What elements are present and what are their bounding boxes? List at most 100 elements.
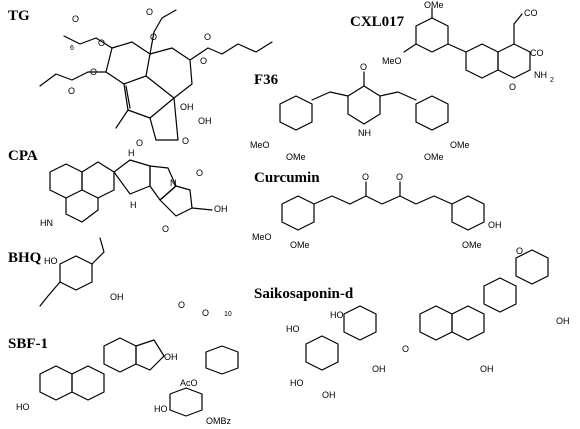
f36-piperidone xyxy=(347,85,381,125)
saiko-fucose xyxy=(343,305,377,341)
bhq-oh: OH xyxy=(110,292,124,302)
tg-oh-1: OH xyxy=(180,102,194,112)
sbf1-ester-o2: O xyxy=(202,308,209,318)
f36-ome-4: OMe xyxy=(424,152,444,162)
tg-angelate-o2: O xyxy=(68,86,75,96)
tg-acetate-o2: O xyxy=(150,32,157,42)
cxl017-co2et-right: CO xyxy=(530,48,544,58)
saikosaponin-structure: Saikosaponin-d O OH OH O HO HO OH HO OH xyxy=(254,246,570,400)
cxl017-ome-top: OMe xyxy=(424,0,444,10)
cpa-hn: HN xyxy=(40,218,53,228)
sbf1-label: SBF-1 xyxy=(8,336,48,352)
bhq-ring xyxy=(59,255,93,291)
tg-octanoate-o: O xyxy=(98,38,105,48)
bhq-structure: BHQ HO OH xyxy=(8,237,124,307)
tg-ring-b xyxy=(145,47,193,99)
cxl017-co2et-top: CO xyxy=(524,8,538,18)
curcumin-aryl-right xyxy=(451,195,485,231)
curcumin-o-2: O xyxy=(396,172,403,182)
tg-structure: TG O O O O O O 6 O O OH OH O O xyxy=(8,7,273,148)
sbf1-sugar-1 xyxy=(205,345,239,375)
tg-lactone-o2: O xyxy=(182,136,189,146)
curcumin-meo: MeO xyxy=(252,232,272,242)
cxl017-label: CXL017 xyxy=(350,14,405,30)
sbf1-ester-o: O xyxy=(178,300,185,310)
curcumin-structure: Curcumin O O MeO OMe OH OMe xyxy=(252,170,502,250)
cpa-h-2: H xyxy=(130,200,137,210)
saikosaponin-label: Saikosaponin-d xyxy=(254,286,354,302)
curcumin-ome-right: OMe xyxy=(462,240,482,250)
saiko-oh-23: OH xyxy=(480,364,494,374)
cpa-structure: CPA HN N O O OH H H xyxy=(8,148,228,234)
cpa-label: CPA xyxy=(8,148,38,164)
saiko-ho-2: HO xyxy=(286,324,300,334)
cxl017-aryl-ring xyxy=(415,17,449,53)
sbf1-chain-ten: 10 xyxy=(224,311,232,318)
saiko-ring-d xyxy=(515,249,549,285)
saiko-ho-4: HO xyxy=(290,378,304,388)
cpa-indole-benzo xyxy=(49,163,83,199)
tg-acetate-o: O xyxy=(146,7,153,17)
sbf1-oh: OH xyxy=(164,352,178,362)
tg-methyl xyxy=(115,109,129,129)
sbf1-ho-sugar: HO xyxy=(154,404,168,414)
cxl017-structure: CXL017 OMe MeO CO CO O NH 2 xyxy=(350,0,554,92)
cpa-h-1: H xyxy=(128,148,135,158)
saiko-ring-b xyxy=(451,305,485,341)
saiko-oh-16: OH xyxy=(556,316,570,326)
sbf1-structure: SBF-1 HO OH O O 10 AcO OMBz HO xyxy=(8,300,239,426)
cxl017-ring-o: O xyxy=(509,82,516,92)
cxl017-ome-left: MeO xyxy=(382,56,402,66)
bhq-tbutyl-left xyxy=(39,281,61,307)
f36-ketone-o: O xyxy=(360,62,367,72)
sbf1-ombz: OMBz xyxy=(206,416,232,426)
cpa-pyrrole xyxy=(65,197,99,223)
sbf1-aco: AcO xyxy=(180,378,198,388)
saiko-oh-3: OH xyxy=(372,364,386,374)
saiko-ether-o: O xyxy=(516,246,523,256)
f36-nh: NH xyxy=(358,128,371,138)
saiko-ring-c xyxy=(483,277,517,313)
cxl017-chromene-pyran xyxy=(497,43,531,79)
curcumin-o-1: O xyxy=(362,172,369,182)
tg-lactone-o: O xyxy=(136,138,143,148)
tg-butanoate-o2: O xyxy=(204,32,211,42)
f36-ome-2: OMe xyxy=(286,152,306,162)
tg-butanoate-o: O xyxy=(200,56,207,66)
tg-label: TG xyxy=(8,8,30,24)
f36-meo-1: MeO xyxy=(250,140,270,150)
sbf1-ho: HO xyxy=(16,402,30,412)
cpa-n: N xyxy=(170,178,177,188)
saiko-oh-5: OH xyxy=(322,390,336,400)
f36-aryl-right xyxy=(415,95,449,131)
tg-double xyxy=(125,85,131,109)
f36-label: F36 xyxy=(254,72,279,88)
bhq-ho: HO xyxy=(44,256,58,266)
sbf1-sugar-2 xyxy=(169,387,203,417)
saiko-glucose xyxy=(305,335,339,371)
tg-ring-c xyxy=(123,83,175,119)
sbf1-ring-c xyxy=(103,337,137,373)
saiko-ho-1: HO xyxy=(330,310,344,320)
sbf1-ring-d xyxy=(135,339,165,371)
saiko-ring-a xyxy=(419,305,453,341)
cxl017-nh2: NH xyxy=(534,70,547,80)
cpa-o-1: O xyxy=(196,168,203,178)
f36-ome-3: OMe xyxy=(450,140,470,150)
tg-ring-a xyxy=(105,41,151,85)
cpa-ring-c xyxy=(113,159,151,195)
f36-aryl-left xyxy=(279,95,313,131)
curcumin-aryl-left xyxy=(281,195,315,231)
cxl017-nh2-sub: 2 xyxy=(550,77,554,84)
cpa-ring-b xyxy=(81,161,115,199)
f36-structure: F36 O NH MeO OMe OMe OMe xyxy=(250,62,470,162)
cxl017-chromene-benzo xyxy=(465,43,499,79)
bhq-tbutyl-right xyxy=(91,237,105,265)
cpa-o-2: O xyxy=(162,224,169,234)
curcumin-oh-right: OH xyxy=(488,220,502,230)
tg-chain-six: 6 xyxy=(70,45,74,52)
cpa-oh: OH xyxy=(214,204,228,214)
tg-octanoate-o2: O xyxy=(72,14,79,24)
